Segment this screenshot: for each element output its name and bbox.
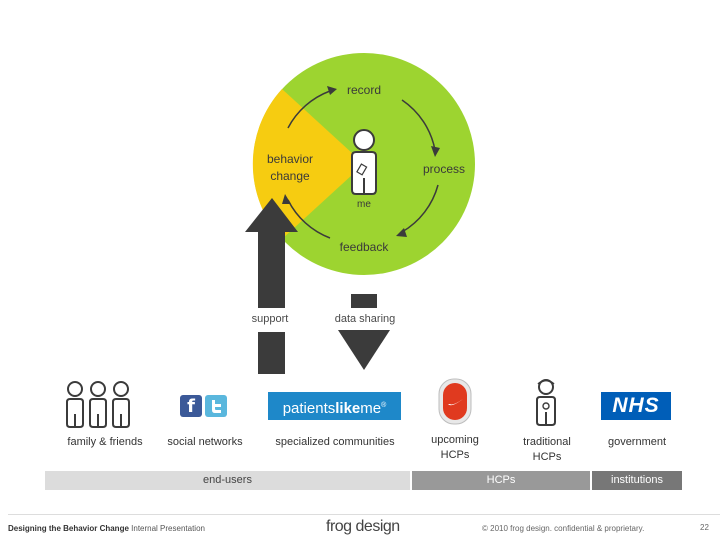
patientslikeme-logo-part: like [335, 400, 361, 417]
twitter-icon [205, 395, 227, 417]
cycle-label-change: change [270, 169, 310, 183]
cycle-label-behavior: behavior [266, 152, 314, 166]
footer-title-bold: Designing the Behavior Change [8, 524, 129, 533]
nhs-logo: NHS [601, 392, 671, 420]
frog-design-logo: frog design [326, 518, 400, 535]
patientslikeme-logo-part: me [360, 400, 382, 417]
patientslikeme-logo-part: patients [282, 400, 336, 417]
category-social-networks: social networks [167, 436, 243, 448]
band-end-users: end-users [45, 471, 410, 490]
nike-plus-device-icon [438, 378, 472, 425]
arrow-behavior-to-record [287, 90, 331, 129]
cycle-label-record: record [346, 83, 381, 97]
cycle-label-process: process [422, 162, 466, 176]
category-upcoming-line1: upcoming [431, 434, 479, 446]
facebook-icon: f [180, 395, 202, 417]
support-arrow [245, 198, 298, 374]
me-person-icon [351, 129, 377, 195]
category-upcoming-hcps: upcoming HCPs [420, 433, 490, 463]
category-traditional-line2: HCPs [532, 451, 562, 463]
family-friends-icon [66, 381, 130, 428]
category-traditional-line1: traditional [523, 436, 571, 448]
cycle-label-me: me [357, 199, 371, 210]
arrow-record-to-process [401, 99, 436, 151]
category-traditional-hcps: traditional HCPs [510, 435, 584, 465]
page-number: 22 [700, 523, 709, 532]
behavior-change-wedge [252, 89, 364, 239]
arrow-process-to-feedback [401, 184, 439, 233]
cycle-label-feedback: feedback [339, 240, 389, 254]
footer-title-rest: Internal Presentation [131, 524, 205, 533]
category-government: government [607, 436, 667, 448]
category-family-friends: family & friends [67, 436, 143, 448]
footer-copyright: © 2010 frog design. confidential & propr… [482, 524, 645, 533]
category-specialized-communities: specialized communities [275, 436, 395, 448]
data-sharing-label: data sharing [334, 313, 396, 325]
support-label: support [251, 313, 289, 325]
patientslikeme-logo: patientslikeme® [268, 392, 401, 420]
arrow-feedback-to-behavior [287, 199, 331, 239]
data-sharing-arrow [338, 294, 390, 370]
footer-title: Designing the Behavior Change Internal P… [8, 524, 205, 533]
band-hcps: HCPs [412, 471, 590, 490]
band-institutions: institutions [592, 471, 682, 490]
footer-divider [8, 514, 720, 515]
arrowhead-behavior [282, 194, 291, 204]
arrowhead-feedback [396, 228, 407, 237]
doctor-icon [536, 379, 556, 426]
arrowhead-record [327, 86, 337, 95]
category-upcoming-line2: HCPs [440, 449, 470, 461]
patientslikeme-logo-part: ® [381, 402, 387, 409]
arrowhead-process [431, 146, 440, 157]
